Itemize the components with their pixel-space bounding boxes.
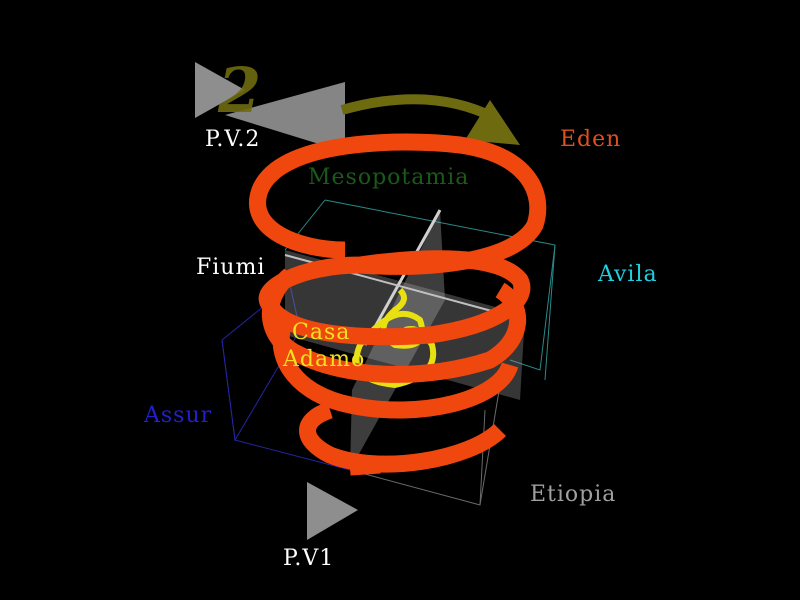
label-pv1: P.V1 [283,546,335,571]
label-assur: Assur [144,403,213,428]
label-etiopia: Etiopia [530,482,617,507]
label-adamo: Adamo [283,347,366,372]
viewpoint-2-triangle-large [225,82,345,152]
label-fiumi: Fiumi [196,255,266,280]
inner-helix [353,287,437,388]
label-casa: Casa [292,320,351,345]
label-eden: Eden [560,127,622,152]
label-pv2: P.V.2 [205,127,261,152]
label-avila: Avila [598,262,658,287]
rotation-arrowhead [465,100,520,145]
helix [249,133,547,476]
logo-two: 2 [217,54,261,127]
viewpoint-2-triangle-small [195,62,245,118]
label-mesopotamia: Mesopotamia [308,165,470,190]
rotation-arrow [340,94,498,123]
viewpoint-1-triangle [307,482,358,540]
